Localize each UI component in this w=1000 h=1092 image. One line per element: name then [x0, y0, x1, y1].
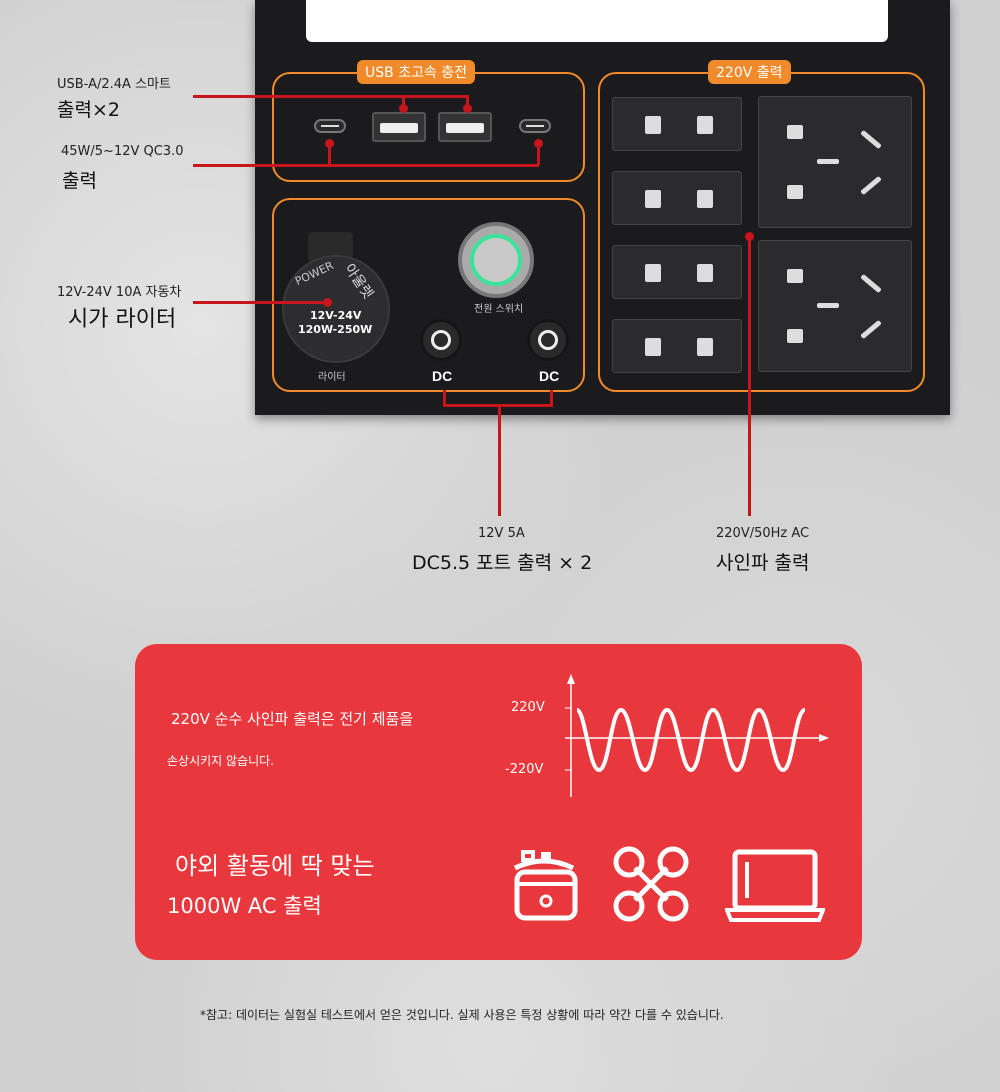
callout-dot: [745, 232, 754, 241]
dc-port-1-label: DC: [432, 368, 453, 384]
sine-wave-info-card: 220V 순수 사인파 출력은 전기 제품을 손상시키지 않습니다. 220V …: [135, 644, 862, 960]
callout-dot: [325, 139, 334, 148]
lighter-callout-large: 시가 라이터: [68, 307, 177, 332]
callout-line-usbc: [193, 164, 539, 167]
cigarette-lighter-socket: POWER 아울렛 12V-24V 120W-250W: [282, 255, 390, 363]
callout-line-lighter: [193, 301, 328, 304]
ac-socket-small-1: [612, 97, 742, 151]
lighter-callout-small: 12V-24V 10A 자동차: [57, 285, 182, 300]
card-line-2: 손상시키지 않습니다.: [167, 754, 274, 768]
axis-label-top: 220V: [511, 700, 545, 715]
card-line-1: 220V 순수 사인파 출력은 전기 제품을: [171, 710, 414, 728]
lighter-label: 라이터: [318, 372, 346, 383]
callout-line: [550, 390, 553, 406]
footnote: *참고: 데이터는 실험실 테스트에서 얻은 것입니다. 실제 사용은 특정 상…: [200, 1008, 724, 1022]
ac-callout-small: 220V/50Hz AC: [716, 526, 810, 541]
laptop-icon: [725, 849, 825, 922]
ac-socket-universal-2: [758, 240, 912, 372]
card-headline-2: 1000W AC 출력: [167, 894, 322, 918]
usba-callout-small: USB-A/2.4A 스마트: [57, 77, 171, 92]
usb-a-port-1: [372, 112, 426, 142]
dc-callout-small: 12V 5A: [478, 526, 525, 541]
display-screen: [306, 0, 888, 42]
lighter-spec-voltage: 12V-24V: [310, 309, 362, 322]
ac-socket-small-4: [612, 319, 742, 373]
dc-section: [272, 198, 585, 392]
drone-icon: [613, 846, 689, 922]
callout-dot: [534, 139, 543, 148]
sine-wave-graph: [565, 674, 829, 797]
callout-line-usba: [193, 95, 467, 98]
axis-label-bottom: -220V: [505, 762, 544, 777]
dc-callout-large: DC5.5 포트 출력 × 2: [412, 552, 593, 574]
callout-line: [466, 95, 469, 107]
callout-line: [443, 390, 446, 406]
dc-port-1: [420, 319, 462, 361]
usbc-callout-small: 45W/5~12V QC3.0: [61, 144, 184, 159]
callout-line-dc: [498, 404, 501, 516]
callout-line: [402, 95, 405, 107]
callout-line: [328, 143, 331, 165]
card-headline-1: 야외 활동에 딱 맞는: [175, 852, 375, 880]
usb-a-port-2: [438, 112, 492, 142]
usb-section-tag: USB 초고속 충전: [357, 60, 476, 84]
power-switch-button[interactable]: [458, 222, 534, 298]
ac-socket-universal-1: [758, 96, 912, 228]
usb-c-port-right: [519, 119, 551, 133]
callout-dot: [399, 104, 408, 113]
power-switch-label: 전원 스위치: [474, 304, 524, 315]
usb-c-port-left: [314, 119, 346, 133]
dc-port-2: [527, 319, 569, 361]
callout-line: [537, 143, 540, 165]
ac-section-tag: 220V 출력: [708, 60, 791, 84]
usbc-callout-large: 출력: [62, 170, 97, 192]
usba-callout-large: 출력×2: [57, 99, 120, 121]
ac-socket-small-2: [612, 171, 742, 225]
dc-port-2-label: DC: [539, 368, 560, 384]
callout-dot: [323, 298, 332, 307]
rice-cooker-icon: [513, 850, 578, 921]
power-switch-ring-icon: [470, 234, 522, 286]
callout-line-ac: [748, 236, 751, 516]
ac-socket-small-3: [612, 245, 742, 299]
lighter-spec-power: 120W-250W: [298, 323, 373, 336]
ac-callout-large: 사인파 출력: [716, 552, 810, 574]
callout-dot: [463, 104, 472, 113]
